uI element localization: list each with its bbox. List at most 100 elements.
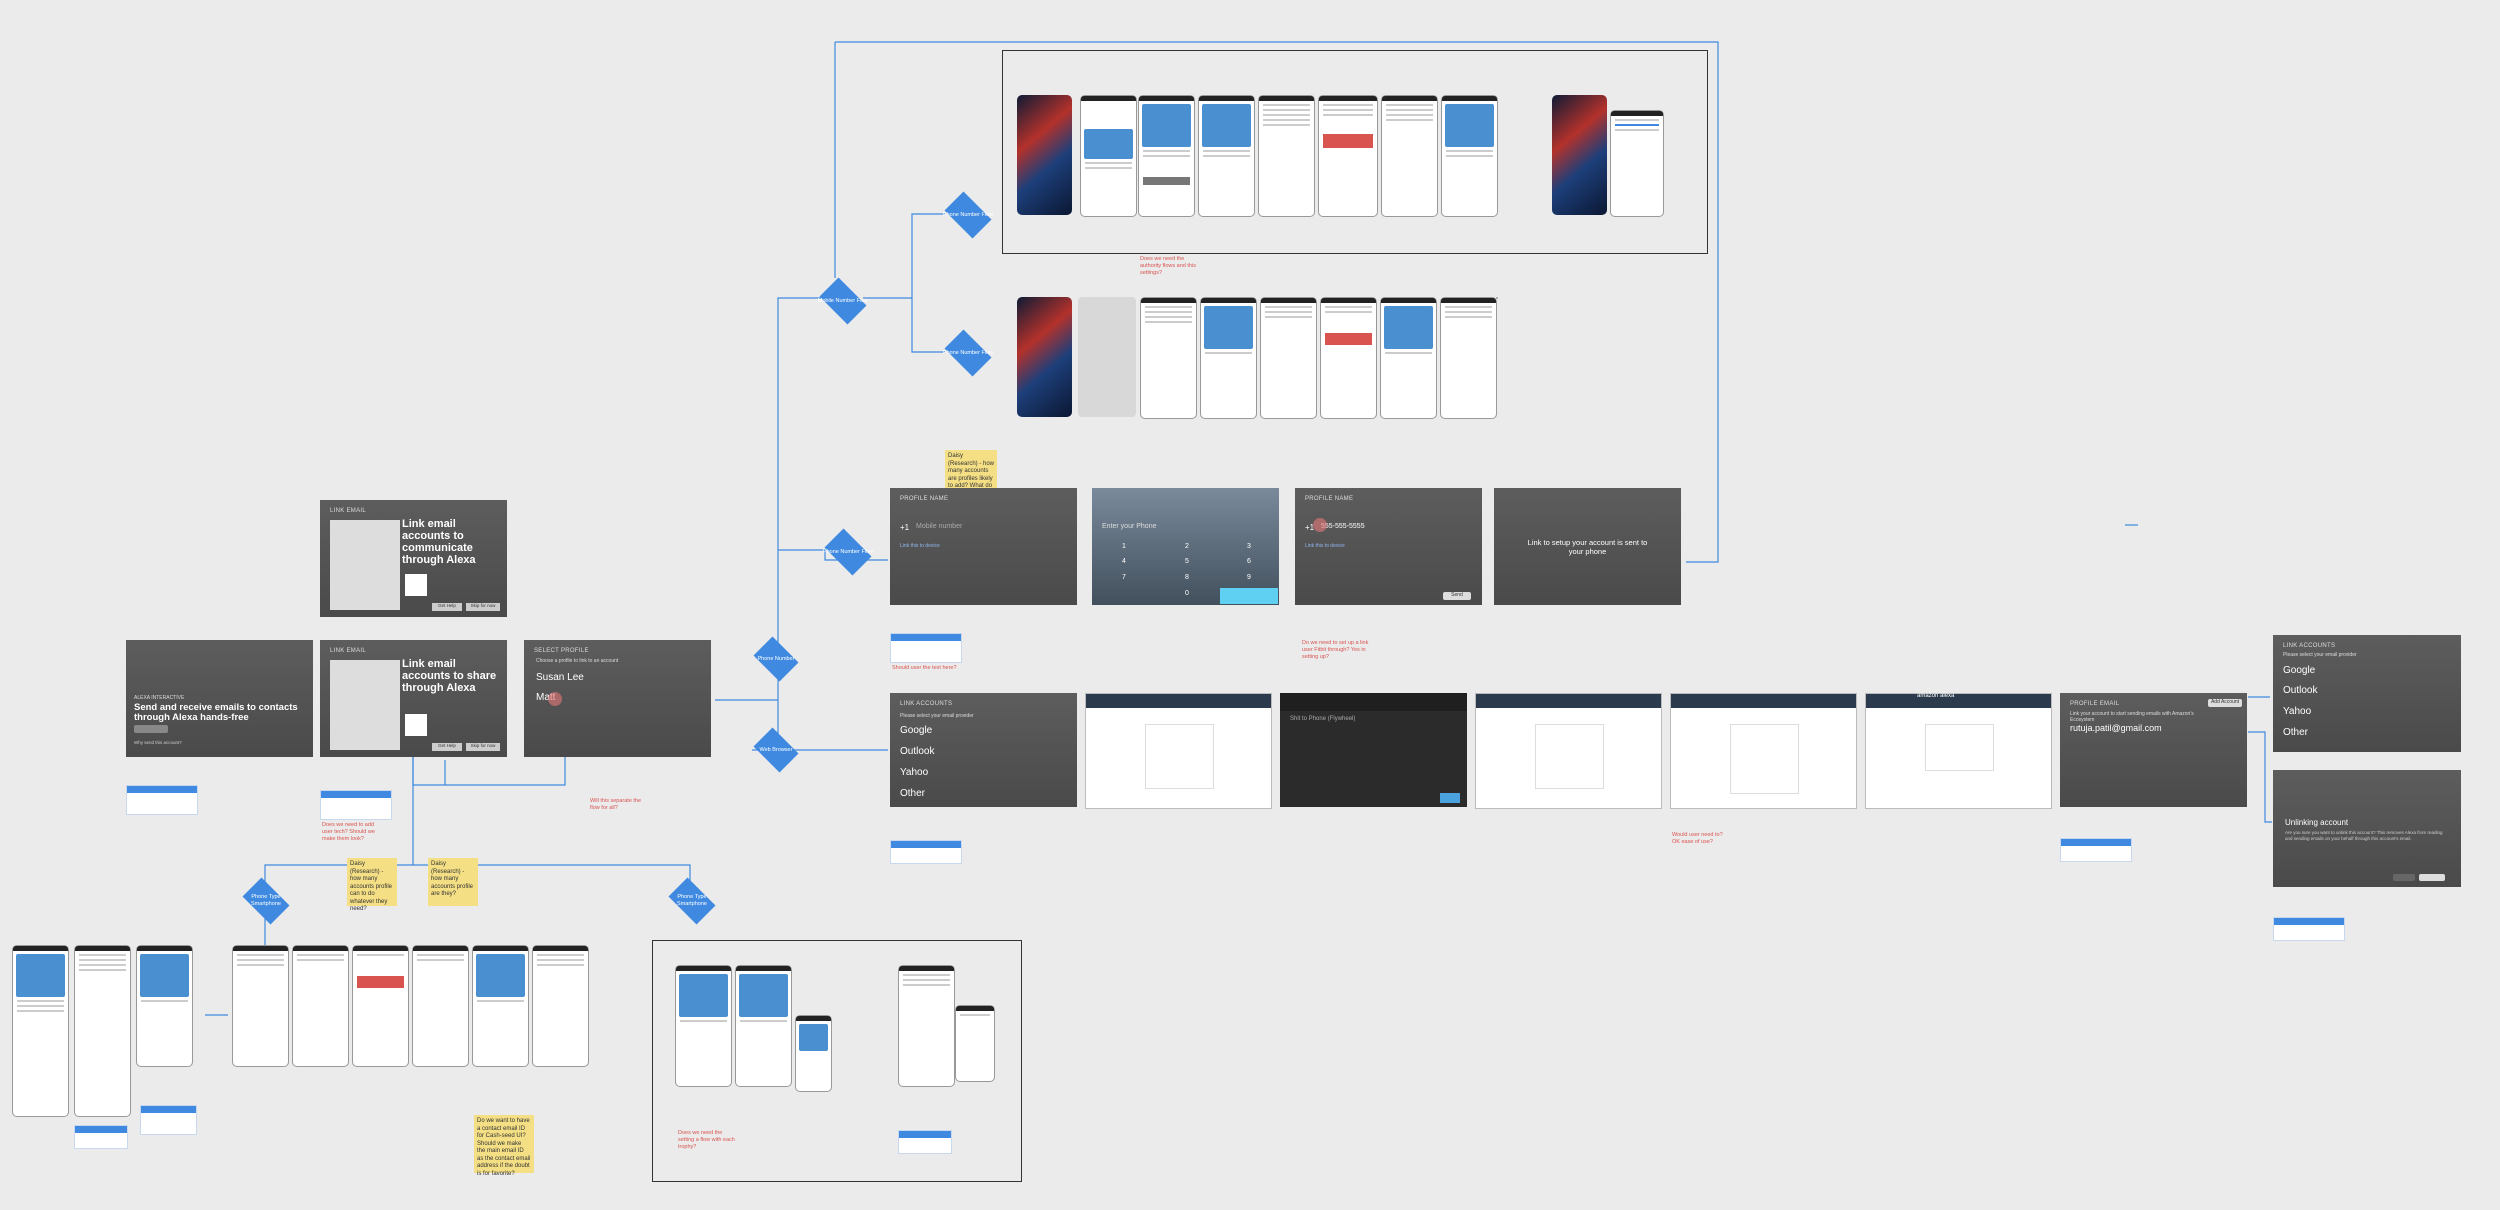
unlink-title: Unlinking account (2285, 818, 2349, 827)
phone-screen-6 (1381, 95, 1438, 217)
profile-option-2[interactable]: Matt (536, 692, 556, 703)
phone-input[interactable]: 555-555-5555 (1321, 523, 1365, 530)
skip-button[interactable]: Skip for now (466, 603, 500, 611)
phone-entry-filled-screen: PROFILE NAME +1 555-555-5555 Link this t… (1295, 488, 1482, 605)
get-help-button[interactable]: Get Help (432, 603, 462, 611)
unlink-button[interactable] (2419, 874, 2445, 881)
linked-email: rutuja.patil@gmail.com (2070, 723, 2162, 733)
provider-outlook[interactable]: Outlook (2283, 685, 2318, 696)
linked-account-text: Link your account to start sending email… (2070, 711, 2194, 723)
provider-google[interactable]: Google (2283, 665, 2316, 676)
decision-label: Mobile Number Flow (817, 297, 869, 304)
link-sent-message: Link to setup your account is sent to yo… (1527, 538, 1648, 556)
screen-caption: LINK EMAIL (330, 648, 367, 654)
decision-node-8: Phone Type Smartphone (664, 877, 720, 925)
phone-screen-2 (1138, 95, 1195, 217)
comment-card-6 (320, 790, 392, 820)
provider-yahoo[interactable]: Yahoo (2283, 706, 2312, 717)
phone-screen-9 (1140, 297, 1197, 419)
bottom-phone-8 (472, 945, 529, 1067)
comment-card-9 (898, 1130, 952, 1154)
decision-label: Phone Type Smartphone (251, 894, 281, 907)
phone-screen-11 (1260, 297, 1317, 419)
web-flow-frame (652, 940, 1022, 1182)
red-note-6: Will this separate the flow for all? (590, 798, 642, 812)
provider-yahoo[interactable]: Yahoo (900, 767, 929, 778)
screen-caption: LINK ACCOUNTS (2283, 643, 2336, 649)
phone-screen-5 (1318, 95, 1378, 217)
key-9[interactable]: 9 (1247, 574, 1251, 581)
link-email-screen-top: LINK EMAIL Link email accounts to commun… (320, 500, 507, 617)
bottom-phone-4 (232, 945, 289, 1067)
qr-code (405, 574, 427, 596)
unlink-body: Are you sure you want to unlink this acc… (2285, 830, 2443, 841)
decision-node-1: Phone Number Flow (940, 191, 996, 239)
red-note-4: Would user need to? OK ease of use? (1672, 832, 1723, 846)
keyboard-go-key[interactable] (1440, 793, 1460, 803)
lockscreen-2 (1552, 95, 1607, 215)
add-account-button[interactable]: Add Account (2208, 699, 2242, 707)
illustration (330, 660, 400, 750)
keyboard-screen: Shit to Phone (Flywheel) (1280, 693, 1467, 807)
provider-select-screen: LINK ACCOUNTS Please select your email p… (890, 693, 1077, 807)
provider-other[interactable]: Other (900, 788, 926, 799)
web-signin-1 (1085, 693, 1272, 809)
key-0[interactable]: 0 (1185, 590, 1189, 597)
screen-caption: SELECT PROFILE (534, 648, 589, 654)
frame-phone-1 (675, 965, 732, 1087)
decision-node-6: Web Browser (750, 727, 802, 773)
keypad-done-key[interactable] (1220, 588, 1278, 604)
key-1[interactable]: 1 (1122, 543, 1126, 550)
comment-card-1 (890, 633, 962, 663)
provider-other[interactable]: Other (2283, 727, 2309, 738)
decision-node-3: Mobile Number Flow (815, 277, 871, 325)
screen-caption: PROFILE NAME (1305, 496, 1354, 502)
key-8[interactable]: 8 (1185, 574, 1189, 581)
frame-phone-2 (735, 965, 792, 1087)
decision-label: Web Browser (759, 746, 793, 753)
why-link[interactable]: Why send this account? (134, 740, 182, 745)
bottom-phone-6 (352, 945, 409, 1067)
frame-phone-3 (795, 1015, 832, 1092)
decision-label: Phone Number (757, 655, 795, 662)
send-button[interactable]: Send (1443, 592, 1471, 600)
keypad-screen: Enter your Phone 1 2 3 4 5 6 7 8 9 0 (1092, 488, 1279, 605)
keyboard-top (1280, 693, 1467, 711)
frame-phone-5 (955, 1005, 995, 1082)
phone-screen-7 (1441, 95, 1498, 217)
key-4[interactable]: 4 (1122, 558, 1126, 565)
start-button[interactable] (134, 725, 168, 733)
key-6[interactable]: 6 (1247, 558, 1251, 565)
provider-google[interactable]: Google (900, 725, 933, 736)
cancel-button[interactable] (2393, 874, 2415, 881)
key-5[interactable]: 5 (1185, 558, 1189, 565)
blank-screen (1078, 297, 1136, 417)
skip-button[interactable]: Skip for now (466, 743, 500, 751)
phone-input[interactable]: Mobile number (916, 523, 963, 530)
phone-screen-15 (1496, 297, 1498, 299)
key-2[interactable]: 2 (1185, 543, 1189, 550)
web-brand: amazon alexa (1917, 693, 1955, 699)
phone-link[interactable]: Link this to device (1305, 543, 1345, 549)
phone-screen-8 (1610, 110, 1664, 217)
keyboard-label: Shit to Phone (Flywheel) (1290, 716, 1356, 722)
comment-card-8 (140, 1105, 197, 1135)
profile-option-1[interactable]: Susan Lee (536, 672, 584, 683)
get-help-button[interactable]: Get Help (432, 743, 462, 751)
phone-link[interactable]: Link this to device (900, 543, 940, 549)
red-note-3: Do we need to set up a link user Fitbit … (1302, 640, 1369, 661)
lockscreen-3 (1017, 297, 1072, 417)
comment-card-7 (74, 1125, 128, 1149)
web-consent (1670, 693, 1857, 809)
red-note-2: Should user the text here? (892, 665, 957, 671)
web-signin-3 (1865, 693, 2052, 809)
decision-label: Phone Type Smartphone (677, 894, 707, 907)
unlink-screen: Unlinking account Are you sure you want … (2273, 770, 2461, 887)
screen-title: Link email accounts to communicate throu… (402, 518, 476, 567)
provider-outlook[interactable]: Outlook (900, 746, 935, 757)
phone-prefix: +1 (1305, 523, 1315, 532)
key-3[interactable]: 3 (1247, 543, 1251, 550)
screen-caption: PROFILE EMAIL (2070, 701, 2120, 707)
key-7[interactable]: 7 (1122, 574, 1126, 581)
